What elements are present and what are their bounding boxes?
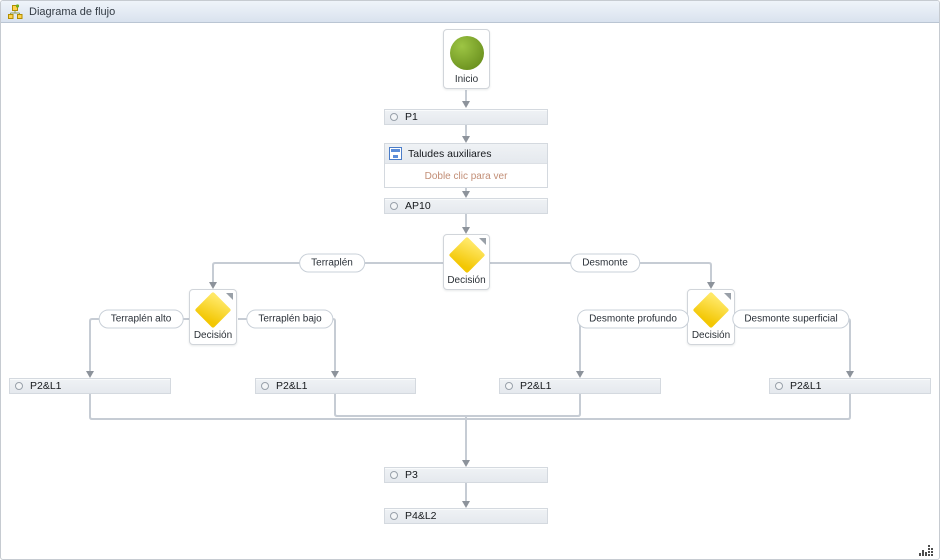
edge-label-terraplen-alto[interactable]: Terraplén alto bbox=[98, 309, 184, 329]
edge-label-desmonte-superficial[interactable]: Desmonte superficial bbox=[732, 309, 850, 329]
status-circle-icon bbox=[390, 113, 398, 121]
edge-label-desmonte[interactable]: Desmonte bbox=[570, 253, 640, 273]
node-decision-right[interactable]: Decisión bbox=[687, 289, 735, 345]
node-label: Decisión bbox=[447, 275, 486, 286]
node-p1[interactable]: P1 bbox=[384, 109, 548, 125]
edge-label-terraplen-bajo[interactable]: Terraplén bajo bbox=[246, 309, 334, 329]
node-label: P2&L1 bbox=[790, 380, 822, 392]
node-label: Inicio bbox=[454, 74, 479, 85]
node-p3[interactable]: P3 bbox=[384, 467, 548, 483]
node-p2l1-2[interactable]: P2&L1 bbox=[255, 378, 416, 394]
node-p2l1-3[interactable]: P2&L1 bbox=[499, 378, 661, 394]
flowchart-icon bbox=[7, 3, 23, 20]
node-p2l1-1[interactable]: P2&L1 bbox=[9, 378, 171, 394]
node-p4l2[interactable]: P4&L2 bbox=[384, 508, 548, 524]
node-label: Decisión bbox=[193, 330, 233, 341]
node-label: P2&L1 bbox=[520, 380, 552, 392]
corner-fold-icon bbox=[479, 238, 486, 245]
node-label: Taludes auxiliares bbox=[408, 147, 492, 160]
edge-merge-inner bbox=[334, 394, 581, 417]
status-circle-icon bbox=[15, 382, 23, 390]
edge-merge-outer bbox=[89, 394, 851, 420]
node-ap10[interactable]: AP10 bbox=[384, 198, 548, 214]
panel-header: Diagrama de flujo bbox=[1, 1, 939, 23]
status-circle-icon bbox=[390, 471, 398, 479]
node-label: AP10 bbox=[405, 200, 431, 212]
double-click-hint: Doble clic para ver bbox=[424, 170, 508, 182]
corner-fold-icon bbox=[226, 293, 233, 300]
node-taludes-auxiliares[interactable]: Taludes auxiliares Doble clic para ver bbox=[384, 143, 548, 188]
node-decision-left[interactable]: Decisión bbox=[189, 289, 237, 345]
subprocess-header: Taludes auxiliares bbox=[385, 144, 547, 164]
node-label: P2&L1 bbox=[276, 380, 308, 392]
node-p2l1-4[interactable]: P2&L1 bbox=[769, 378, 931, 394]
subprocess-icon bbox=[389, 147, 402, 160]
status-circle-icon bbox=[775, 382, 783, 390]
edge-label-desmonte-profundo[interactable]: Desmonte profundo bbox=[577, 309, 689, 329]
node-label: P1 bbox=[405, 111, 418, 123]
node-decision-main[interactable]: Decisión bbox=[443, 234, 490, 290]
resize-grip[interactable] bbox=[919, 543, 933, 556]
corner-fold-icon bbox=[724, 293, 731, 300]
node-label: Decisión bbox=[691, 330, 731, 341]
status-circle-icon bbox=[390, 202, 398, 210]
node-label: P4&L2 bbox=[405, 510, 437, 522]
node-label: P2&L1 bbox=[30, 380, 62, 392]
edge-label-terraplen[interactable]: Terraplén bbox=[299, 253, 365, 273]
status-circle-icon bbox=[390, 512, 398, 520]
start-circle-icon bbox=[449, 36, 484, 70]
panel-title: Diagrama de flujo bbox=[29, 5, 116, 18]
node-label: P3 bbox=[405, 469, 418, 481]
status-circle-icon bbox=[261, 382, 269, 390]
status-circle-icon bbox=[505, 382, 513, 390]
node-inicio[interactable]: Inicio bbox=[443, 29, 490, 89]
